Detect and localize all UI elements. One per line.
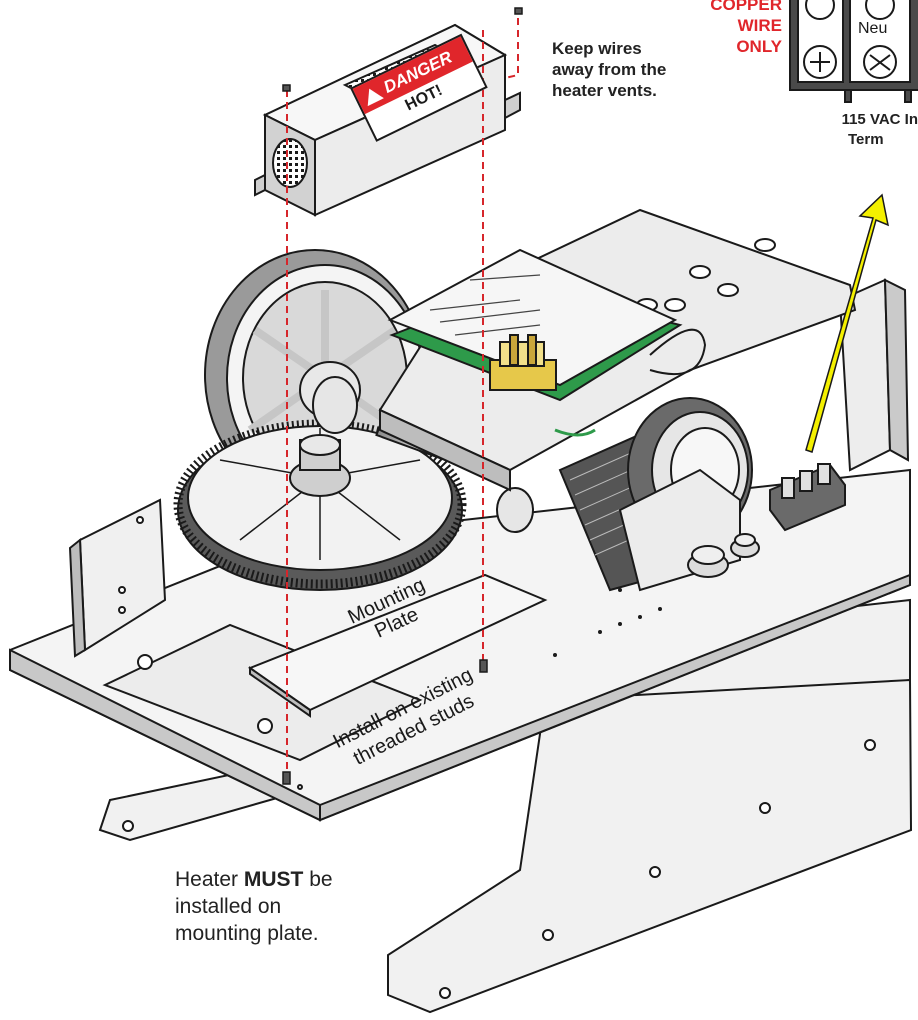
wiring-arrow <box>805 193 890 453</box>
input-terminal-label: 115 VAC In Term <box>841 111 918 148</box>
drive-gear <box>173 419 467 591</box>
control-board <box>387 248 707 437</box>
mounting-plate <box>247 573 548 718</box>
left-bracket <box>68 498 167 658</box>
vents-warning-callout: Keep wires away from the heater vents. <box>552 39 667 100</box>
terminal-inset <box>789 0 918 103</box>
right-bracket <box>838 278 910 472</box>
threaded-studs <box>282 7 523 785</box>
terminal-block <box>769 463 846 532</box>
neutral-terminal-label: Neu <box>858 20 888 37</box>
conduit-fittings <box>687 533 760 578</box>
alignment-lines <box>286 18 519 780</box>
warning-triangle-icon <box>360 84 384 106</box>
copper-wire-callout: COPPER WIRE ONLY <box>710 0 782 56</box>
heater-mounting-note: Heater MUST be installed on mounting pla… <box>175 868 333 945</box>
